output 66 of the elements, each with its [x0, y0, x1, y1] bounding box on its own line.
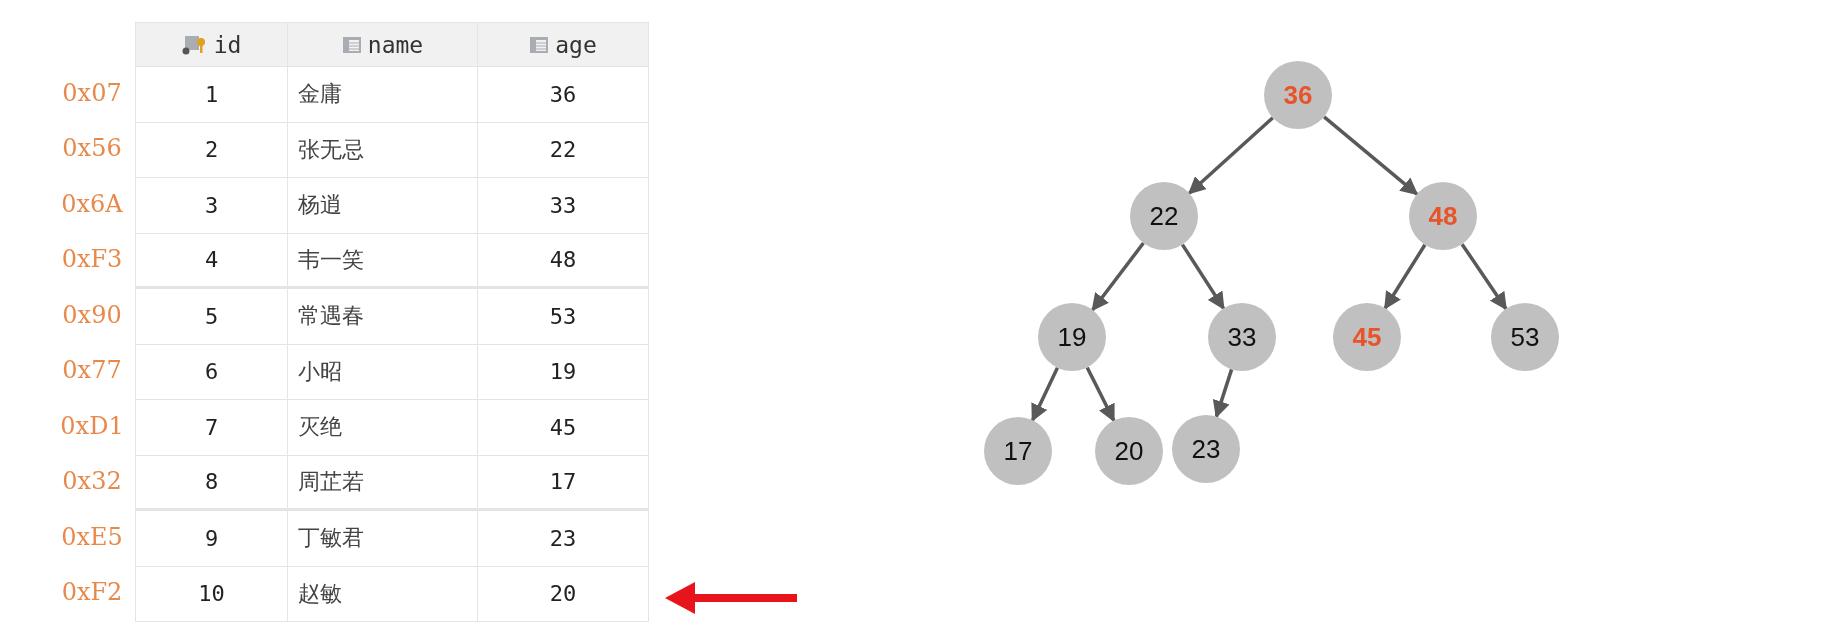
id-cell: 6: [135, 344, 288, 400]
arrow: [1383, 243, 1427, 310]
age-cell: 19: [478, 344, 649, 400]
memory-address: 0x56: [61, 134, 123, 163]
memory-address: 0x90: [61, 300, 123, 329]
tree-node-circle: [1130, 182, 1198, 250]
node-value: 22: [1149, 200, 1179, 232]
id-cell: 5: [135, 289, 288, 345]
name-cell: 张无忌: [288, 122, 478, 178]
name-cell: 常遇春: [288, 289, 478, 345]
arrow: [1212, 368, 1234, 419]
id-cell: 10: [135, 566, 288, 622]
memory-address: 0x07: [61, 78, 123, 107]
node-value: 19: [1057, 321, 1087, 353]
age-cell: 23: [478, 511, 649, 567]
tree-node-circle: [1264, 61, 1332, 129]
column-header: name: [367, 31, 424, 58]
name-cell: 灭绝: [288, 400, 478, 456]
node-value: 45: [1352, 321, 1382, 353]
node-value: 48: [1428, 200, 1458, 232]
column-header: id: [213, 31, 242, 58]
age-cell: 36: [478, 67, 649, 123]
arrow: [1091, 242, 1145, 312]
id-cell: 2: [135, 122, 288, 178]
node-value: 33: [1227, 321, 1257, 353]
arrow: [1460, 243, 1508, 311]
memory-address: 0x32: [61, 467, 123, 496]
id-cell: 9: [135, 511, 288, 567]
memory-address: 0xF2: [60, 578, 124, 607]
age-cell: 45: [478, 400, 649, 456]
name-cell: 周芷若: [288, 455, 478, 511]
node-value: 53: [1510, 321, 1540, 353]
memory-address: 0xF3: [60, 245, 124, 274]
name-cell: 韦一笑: [288, 233, 478, 289]
arrow: [1187, 116, 1274, 195]
age-cell: 17: [478, 455, 649, 511]
tree-node-circle: [1038, 303, 1106, 371]
name-cell: 赵敏: [288, 566, 478, 622]
node-value: 23: [1191, 433, 1221, 465]
age-cell: 20: [478, 566, 649, 622]
name-cell: 小昭: [288, 344, 478, 400]
age-cell: 22: [478, 122, 649, 178]
age-cell: 33: [478, 178, 649, 234]
node-value: 36: [1283, 79, 1313, 111]
arrow: [1180, 243, 1226, 310]
arrow: [1085, 366, 1116, 423]
id-cell: 1: [135, 67, 288, 123]
name-cell: 丁敏君: [288, 511, 478, 567]
id-cell: 4: [135, 233, 288, 289]
arrow: [1323, 115, 1419, 196]
memory-address: 0xD1: [59, 411, 125, 440]
column-header: age: [555, 31, 597, 58]
id-cell: 3: [135, 178, 288, 234]
id-cell: 8: [135, 455, 288, 511]
tree-node-circle: [1409, 182, 1477, 250]
memory-address: 0xE5: [60, 522, 124, 551]
name-cell: 金庸: [288, 67, 478, 123]
arrow: [1030, 366, 1060, 422]
name-cell: 杨逍: [288, 178, 478, 234]
node-value: 20: [1114, 435, 1144, 467]
memory-address: 0x77: [61, 356, 123, 385]
memory-address: 0x6A: [60, 189, 124, 218]
age-cell: 53: [478, 289, 649, 345]
id-cell: 7: [135, 400, 288, 456]
node-value: 17: [1003, 435, 1033, 467]
age-cell: 48: [478, 233, 649, 289]
